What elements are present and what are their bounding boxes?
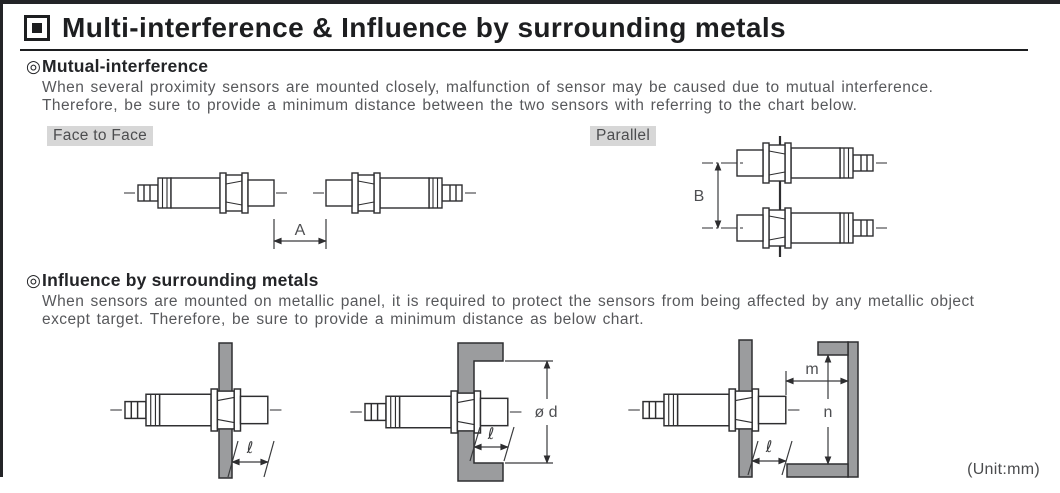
parallel-diagram: B: [694, 136, 888, 257]
title-underline: [20, 49, 1028, 51]
mutual-interference-heading-text: Mutual-interference: [42, 56, 209, 76]
left-border: [0, 0, 3, 477]
dimension-l-label: ℓ: [765, 437, 773, 456]
parallel-label: Parallel: [590, 126, 657, 146]
metal-bracket: [457, 342, 504, 482]
dimension-l-label: ℓ: [246, 438, 254, 457]
metal-bar-top: [817, 341, 849, 356]
unit-note: (Unit:mm): [967, 461, 1040, 478]
proximity-sensor-drawing: [123, 172, 291, 214]
title-row: Multi-interference & Influence by surrou…: [24, 12, 786, 44]
face-to-face-label: Face to Face: [47, 126, 154, 146]
section-bullet-icon: ◎: [26, 57, 42, 76]
dimension-b-label: B: [694, 188, 705, 205]
square-bullet-icon: [24, 15, 50, 41]
dimension-extension-line: [263, 440, 275, 478]
dimension-a-label: A: [295, 222, 306, 239]
proximity-sensor-drawing: [720, 142, 888, 184]
flush-panel-diagram: ℓ: [109, 342, 286, 479]
dimension-extension-line: [503, 426, 515, 462]
surrounding-body-line-2: except target. Therefore, be sure to pro…: [42, 311, 645, 328]
page-title: Multi-interference & Influence by surrou…: [62, 12, 787, 43]
dimension-m-label: m: [805, 361, 818, 378]
face-to-face-diagram: A: [123, 172, 477, 249]
proximity-sensor-drawing: [309, 172, 477, 214]
proximity-sensor-drawing: [627, 388, 804, 432]
dimension-d-label: ø d: [534, 404, 557, 421]
mutual-body-line-2: Therefore, be sure to provide a minimum …: [42, 97, 858, 114]
dimension-extension-line: [781, 440, 793, 476]
dimension-n-label: n: [824, 404, 833, 421]
surrounding-metals-heading: ◎ Influence by surrounding metals: [26, 270, 319, 291]
metal-bar-bottom: [786, 463, 849, 478]
mutual-body-line-1: When several proximity sensors are mount…: [42, 79, 934, 96]
mutual-interference-heading: ◎ Mutual-interference: [26, 56, 208, 77]
top-border: [0, 0, 1060, 4]
surrounding-body-line-1: When sensors are mounted on metallic pan…: [42, 293, 975, 310]
surrounding-metal-diagram: ℓ ø d: [349, 342, 558, 482]
surrounding-metals-heading-text: Influence by surrounding metals: [42, 270, 319, 290]
dimension-l-label: ℓ: [487, 424, 495, 443]
facing-wall-diagram: m n ℓ: [627, 339, 859, 478]
proximity-sensor-drawing: [109, 388, 286, 432]
proximity-sensor-drawing: [720, 207, 888, 249]
section-bullet-icon: ◎: [26, 271, 42, 290]
metal-wall: [847, 341, 859, 478]
proximity-sensor-drawing: [349, 390, 526, 434]
